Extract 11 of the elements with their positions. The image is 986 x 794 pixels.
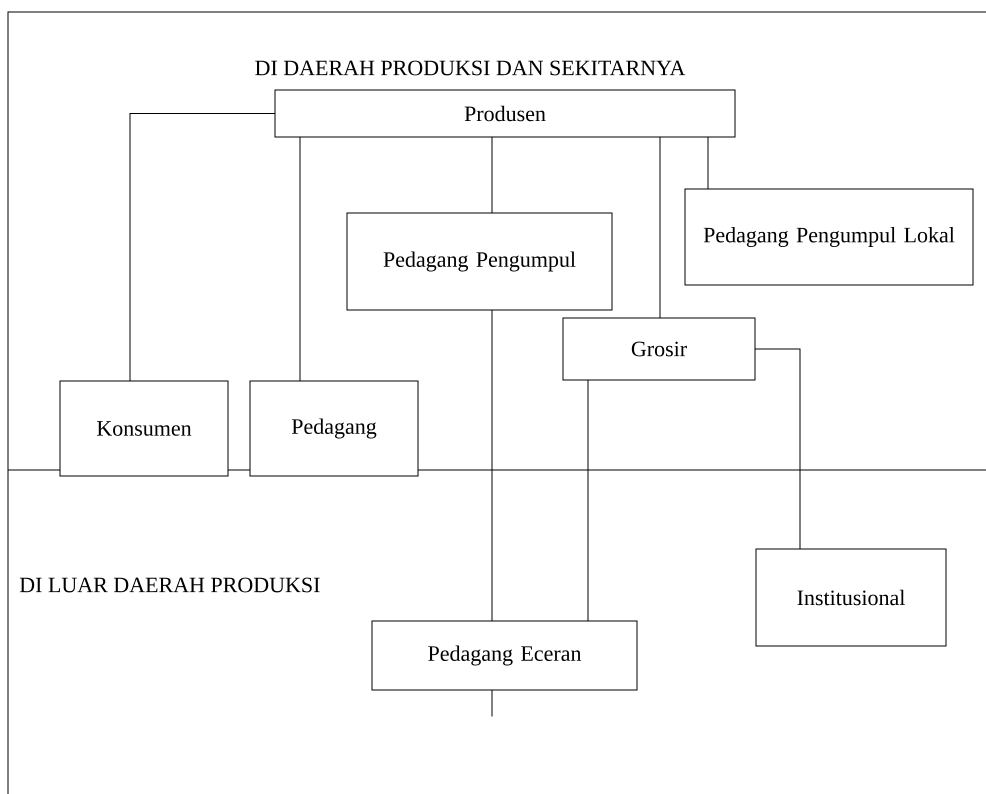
region-heading: DI LUAR DAERAH PRODUKSI — [20, 578, 320, 592]
box: Pedagang Eceran — [372, 620, 638, 690]
box: Institusional — [756, 548, 946, 646]
box: Pedagang Pengumpul Lokal — [684, 188, 974, 286]
connector-line — [130, 113, 275, 381]
box: Konsumen — [60, 380, 228, 476]
box: Grosir — [562, 318, 756, 380]
box: Produsen — [274, 90, 736, 138]
box: Pedagang Pengumpul — [346, 212, 612, 310]
box: Pedagang — [250, 380, 418, 476]
connector-line — [755, 348, 800, 549]
